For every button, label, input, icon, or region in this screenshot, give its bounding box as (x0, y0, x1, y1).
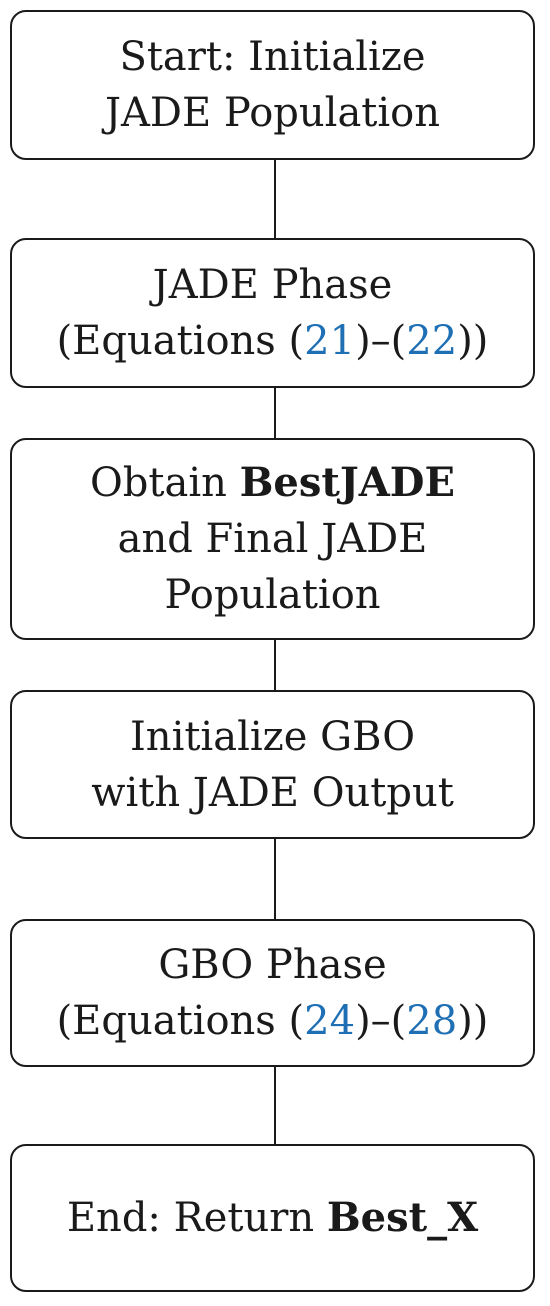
equation-ref-28-link[interactable]: 28 (406, 998, 458, 1044)
step-end-box: End: Return Best_X (10, 1144, 535, 1292)
step-initialize-gbo-line-1: Initialize GBO (130, 713, 415, 760)
step-end-line-1: End: Return Best_X (67, 1190, 478, 1246)
step-obtain-bestjade-box: Obtain BestJADE and Final JADE Populatio… (10, 438, 535, 640)
connector-5-6 (274, 1067, 276, 1144)
equation-ref-22-link[interactable]: 22 (406, 318, 458, 364)
obtain-prefix: Obtain (90, 460, 240, 506)
step-obtain-line-1: Obtain BestJADE (90, 455, 455, 511)
equations-prefix: (Equations ( (56, 318, 305, 364)
connector-1-2 (274, 160, 276, 238)
connector-3-4 (274, 640, 276, 690)
equations-prefix: (Equations ( (56, 998, 305, 1044)
step-jade-phase-box: JADE Phase (Equations (21)–(22)) (10, 238, 535, 388)
step-jade-phase-line-1: JADE Phase (152, 262, 393, 308)
step-jade-phase-line-2: (Equations (21)–(22)) (57, 313, 489, 369)
equations-dash: )–( (355, 998, 407, 1044)
step-gbo-phase-line-1: GBO Phase (158, 942, 387, 988)
equation-ref-24-link[interactable]: 24 (304, 998, 356, 1044)
step-obtain-line-2: and Final JADE (117, 516, 428, 562)
equation-ref-21-link[interactable]: 21 (304, 318, 356, 364)
step-start-box: Start: Initialize JADE Population (10, 10, 535, 160)
step-gbo-phase-line-2: (Equations (24)–(28)) (57, 993, 489, 1049)
step-initialize-gbo-box: Initialize GBO with JADE Output (10, 690, 535, 839)
equations-dash: )–( (355, 318, 407, 364)
end-prefix: End: Return (66, 1195, 327, 1241)
step-initialize-gbo-line-2: with JADE Output (91, 769, 454, 816)
step-start-line-2: JADE Population (105, 90, 440, 136)
step-start-line-1: Start: Initialize (119, 34, 426, 80)
step-gbo-phase-box: GBO Phase (Equations (24)–(28)) (10, 919, 535, 1067)
connector-4-5 (274, 839, 276, 919)
equations-suffix: )) (457, 318, 489, 364)
best-x-term: Best_X (326, 1194, 479, 1241)
bestjade-term: BestJADE (239, 459, 455, 506)
equations-suffix: )) (457, 998, 489, 1044)
step-obtain-line-3: Population (164, 572, 381, 618)
connector-2-3 (274, 388, 276, 438)
